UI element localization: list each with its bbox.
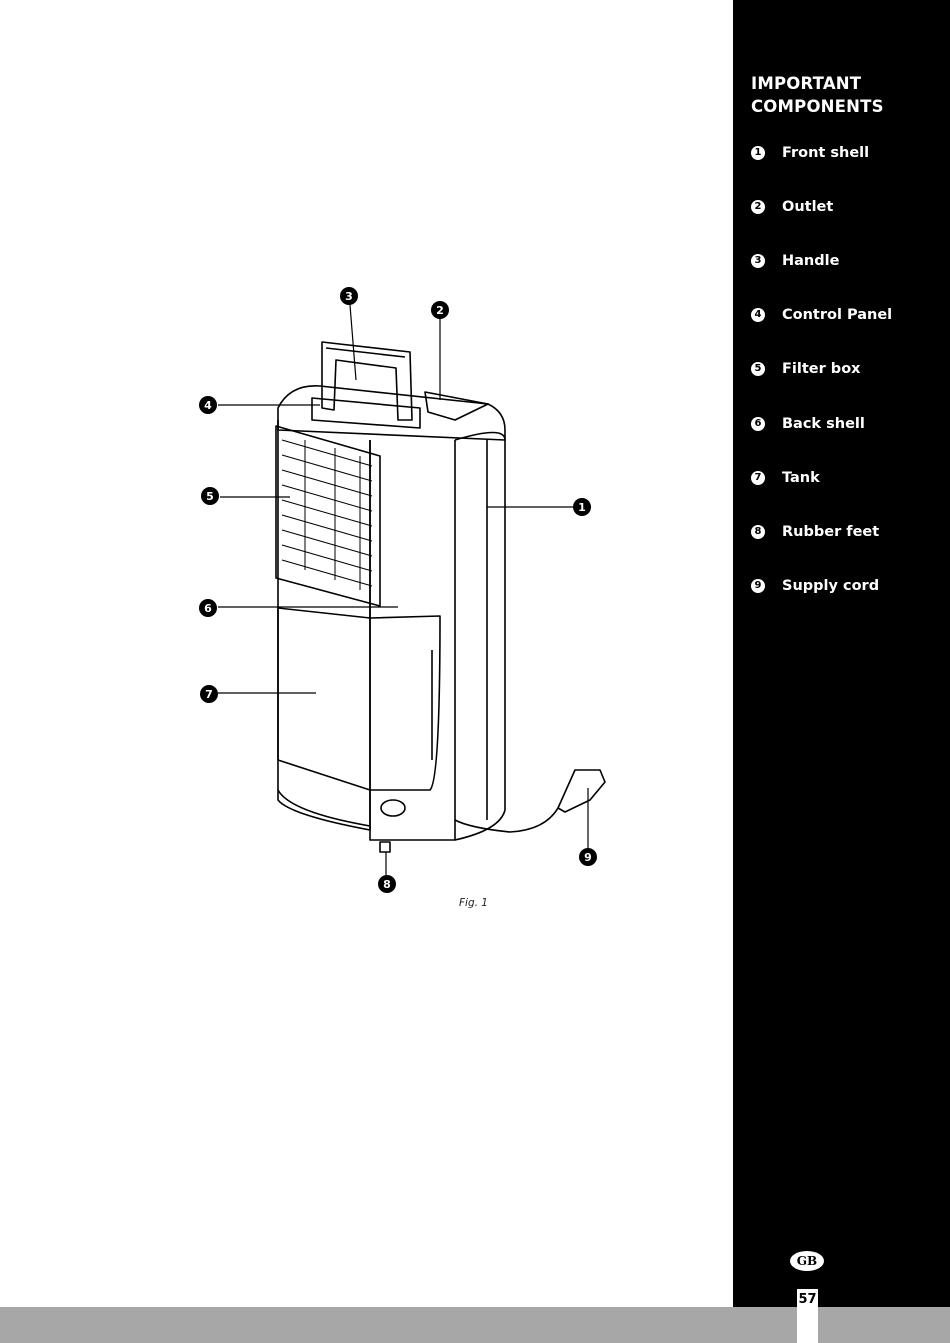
supply-cord-shape — [454, 807, 559, 833]
callout-7: 7 — [200, 685, 218, 703]
component-number: 1 — [751, 146, 765, 160]
component-item-outlet: 2 Outlet — [751, 197, 833, 217]
svg-text:1: 1 — [578, 501, 586, 514]
front-shell-outline — [454, 431, 506, 841]
language-badge: GB — [790, 1251, 824, 1271]
back-shell-outline — [277, 420, 371, 831]
component-item-handle: 3 Handle — [751, 251, 839, 271]
component-label: Back shell — [782, 416, 865, 432]
component-item-front-shell: 1 Front shell — [751, 143, 869, 163]
svg-text:8: 8 — [383, 878, 391, 891]
page-number: 57 — [797, 1289, 818, 1343]
handle-shape — [321, 341, 413, 421]
filter-box-shape — [275, 425, 381, 607]
sidebar-title-line2: COMPONENTS — [751, 97, 884, 116]
component-item-rubber-feet: 8 Rubber feet — [751, 522, 879, 542]
callout-5: 5 — [201, 487, 219, 505]
product-figure: 1 2 3 4 5 6 7 8 9 Fig. 1 — [199, 287, 606, 909]
component-number: 8 — [751, 525, 765, 539]
dehumidifier-illustration: 1 2 3 4 5 6 7 8 9 — [199, 287, 606, 893]
callout-1: 1 — [573, 498, 591, 516]
control-panel-shape — [311, 397, 421, 429]
tank-shape — [277, 607, 441, 791]
callout-6: 6 — [199, 599, 217, 617]
svg-text:5: 5 — [206, 490, 214, 503]
component-item-supply-cord: 9 Supply cord — [751, 576, 879, 596]
component-item-tank: 7 Tank — [751, 468, 820, 488]
component-number: 5 — [751, 362, 765, 376]
svg-text:9: 9 — [584, 851, 592, 864]
callout-4: 4 — [199, 396, 217, 414]
component-number: 7 — [751, 471, 765, 485]
svg-text:3: 3 — [345, 290, 353, 303]
svg-text:6: 6 — [204, 602, 212, 615]
callout-2: 2 — [431, 301, 449, 319]
component-item-back-shell: 6 Back shell — [751, 414, 865, 434]
component-number: 2 — [751, 200, 765, 214]
rubber-foot-shape — [379, 841, 391, 853]
callout-3: 3 — [340, 287, 358, 305]
callout-8: 8 — [378, 875, 396, 893]
component-label: Filter box — [782, 361, 861, 377]
page-number-text: 57 — [798, 1292, 817, 1307]
sidebar-title: IMPORTANT COMPONENTS — [751, 72, 941, 118]
component-number: 6 — [751, 417, 765, 431]
callout-9: 9 — [579, 848, 597, 866]
footer-bar — [0, 1307, 950, 1343]
sidebar-title-line1: IMPORTANT — [751, 74, 862, 93]
component-label: Outlet — [782, 199, 834, 215]
outlet-shape — [424, 391, 489, 421]
component-label: Control Panel — [782, 307, 893, 323]
component-number: 3 — [751, 254, 765, 268]
component-label: Front shell — [782, 145, 870, 161]
components-sidebar: IMPORTANT COMPONENTS 1 Front shell 2 Out… — [733, 0, 950, 1307]
figure-caption: Fig. 1 — [459, 897, 488, 909]
svg-text:7: 7 — [205, 688, 213, 701]
leader-line-3 — [349, 304, 357, 381]
component-label: Supply cord — [782, 578, 880, 594]
component-label: Handle — [782, 253, 840, 269]
component-label: Rubber feet — [782, 524, 880, 540]
svg-text:2: 2 — [436, 304, 444, 317]
side-panel — [369, 440, 456, 841]
component-number: 4 — [751, 308, 765, 322]
component-item-control-panel: 4 Control Panel — [751, 305, 892, 325]
svg-text:4: 4 — [204, 399, 212, 412]
component-label: Tank — [782, 470, 820, 486]
component-item-filter-box: 5 Filter box — [751, 359, 861, 379]
component-number: 9 — [751, 579, 765, 593]
